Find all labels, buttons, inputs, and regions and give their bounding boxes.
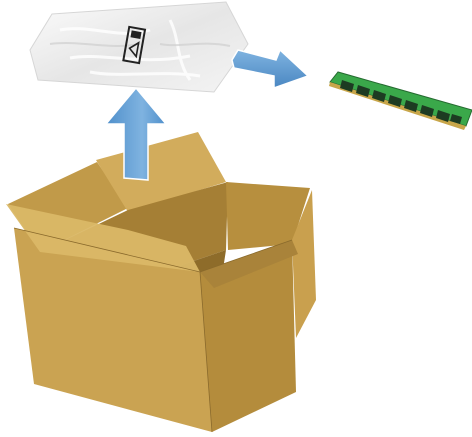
memory-module	[329, 71, 472, 130]
arrow-up	[104, 86, 168, 181]
box-right-flap	[292, 190, 316, 338]
arrow-right-shape	[231, 48, 310, 90]
box-right-back-flap	[226, 182, 310, 250]
esd-warning-icon	[122, 25, 147, 65]
memory-chip	[372, 90, 386, 102]
box-front-face	[14, 228, 212, 432]
box-front-flap	[6, 204, 200, 272]
bag-body	[29, 1, 249, 93]
bag-crinkles	[59, 19, 201, 81]
box-right-flap-edge	[200, 240, 298, 288]
anti-static-bag	[29, 1, 249, 93]
memory-chip	[450, 114, 462, 124]
arrow-up-shape	[104, 86, 168, 181]
memory-chips	[340, 80, 462, 124]
bag-shadows	[49, 42, 231, 47]
memory-chip	[340, 80, 354, 92]
box-corner-edge	[199, 271, 213, 433]
box-right-face	[200, 240, 296, 432]
memory-chip	[404, 100, 418, 112]
memory-chip	[420, 105, 434, 117]
memory-chip	[388, 95, 402, 107]
cardboard-box	[6, 132, 316, 433]
memory-chip	[356, 85, 370, 97]
memory-chip	[436, 110, 450, 122]
arrow-right	[231, 48, 310, 90]
